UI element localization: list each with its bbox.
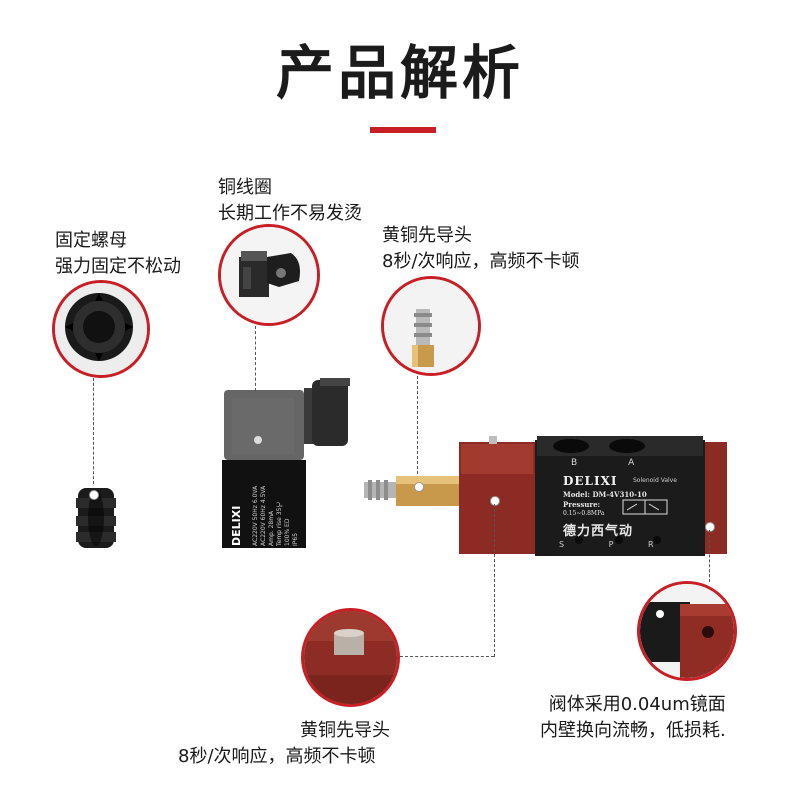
coil-product-image	[222, 378, 350, 548]
valve-port-labels-bottom: S P R	[555, 540, 695, 549]
body-callout: 阀体采用0.04um镜面 内壁换向流畅，低损耗.	[540, 692, 726, 744]
valve-maker-cn: 德力西气动	[563, 524, 634, 539]
coil-spec-4: Temp rise 35℃	[276, 500, 283, 546]
port-label-a: A	[628, 458, 635, 468]
valve-right-marker-dot	[705, 522, 715, 532]
coil-callout-desc: 长期工作不易发烫	[218, 203, 362, 224]
pilot-top-detail-image	[384, 279, 478, 373]
pilot-top-leader-line	[417, 376, 418, 484]
pilot-top-callout-title: 黄铜先导头	[382, 225, 472, 246]
valve-brand: DELIXI	[563, 474, 618, 488]
pilot-bottom-detail-image	[304, 611, 397, 704]
pilot-bottom-callout-desc-wrap: 8秒/次响应，高频不卡顿	[178, 744, 376, 770]
nut-callout-desc: 强力固定不松动	[55, 256, 181, 277]
valve-leader-vertical	[494, 504, 495, 657]
pilot-bottom-callout-desc: 8秒/次响应，高频不卡顿	[178, 746, 376, 767]
coil-leader-line	[255, 326, 256, 391]
pilot-top-callout: 黄铜先导头 8秒/次响应，高频不卡顿	[382, 223, 580, 275]
nut-detail-circle	[52, 280, 150, 378]
nut-callout-title: 固定螺母	[55, 230, 127, 251]
pilot-product-image	[364, 476, 468, 506]
nut-marker-dot	[89, 490, 99, 500]
valve-port-labels-top: B A	[567, 458, 687, 468]
port-label-s: S	[559, 540, 565, 549]
coil-spec-3: Amp. 28mA	[268, 510, 275, 546]
coil-callout-title: 铜线圈	[218, 177, 272, 198]
valve-left-marker-dot	[490, 496, 500, 506]
nut-leader-line	[93, 378, 94, 484]
valve-pressure-label: Pressure:	[563, 500, 601, 509]
valve-model: Model: DM-4V310-10	[563, 490, 647, 499]
valve-pressure-value: 0.15~0.8MPa	[563, 510, 605, 517]
coil-spec-6: IP65	[292, 532, 299, 546]
pilot-bottom-callout: 黄铜先导头	[300, 718, 390, 744]
body-callout-title: 阀体采用0.04um镜面	[548, 694, 726, 715]
nut-detail-image	[55, 283, 147, 375]
body-detail-image	[640, 584, 734, 678]
valve-leader-horizontal	[400, 656, 494, 657]
body-callout-desc: 内壁换向流畅，低损耗.	[540, 720, 726, 741]
valve-body-image	[459, 436, 727, 556]
valve-subtitle: Solenoid Valve	[633, 477, 677, 484]
port-label-b: B	[571, 458, 578, 468]
nut-callout: 固定螺母 强力固定不松动	[55, 228, 181, 280]
coil-specs: AC220V 50Hz 6.0VA AC220V 60Hz 4.5VA Amp.…	[252, 470, 302, 546]
pilot-top-callout-desc: 8秒/次响应，高频不卡顿	[382, 251, 580, 272]
nut-product-image	[76, 488, 116, 548]
port-label-p: P	[608, 540, 614, 549]
body-detail-circle	[637, 581, 737, 681]
valve-body: B A DELIXI Solenoid Valve Model: DM-4V31…	[459, 436, 727, 560]
pilot-bottom-detail-circle	[301, 608, 400, 707]
port-label-r: R	[648, 540, 654, 549]
body-leader-line	[709, 530, 710, 582]
coil-spec-1: AC220V 50Hz 6.0VA	[252, 485, 259, 546]
coil-spec-2: AC220V 60Hz 4.5VA	[260, 485, 267, 546]
valve-symbol-icon	[622, 499, 668, 515]
page-title: 产品解析	[275, 39, 524, 107]
pilot-bottom-callout-title: 黄铜先导头	[300, 720, 390, 741]
coil-brand-text: DELIXI	[230, 505, 243, 546]
pilot-marker-dot	[414, 482, 424, 492]
coil-detail-circle	[218, 224, 320, 326]
title-underline	[370, 127, 436, 133]
pilot-top-detail-circle	[381, 276, 481, 376]
coil-callout: 铜线圈 长期工作不易发烫	[218, 175, 362, 227]
coil-spec-5: 100% ED	[284, 518, 291, 546]
coil-detail-image	[221, 227, 317, 323]
